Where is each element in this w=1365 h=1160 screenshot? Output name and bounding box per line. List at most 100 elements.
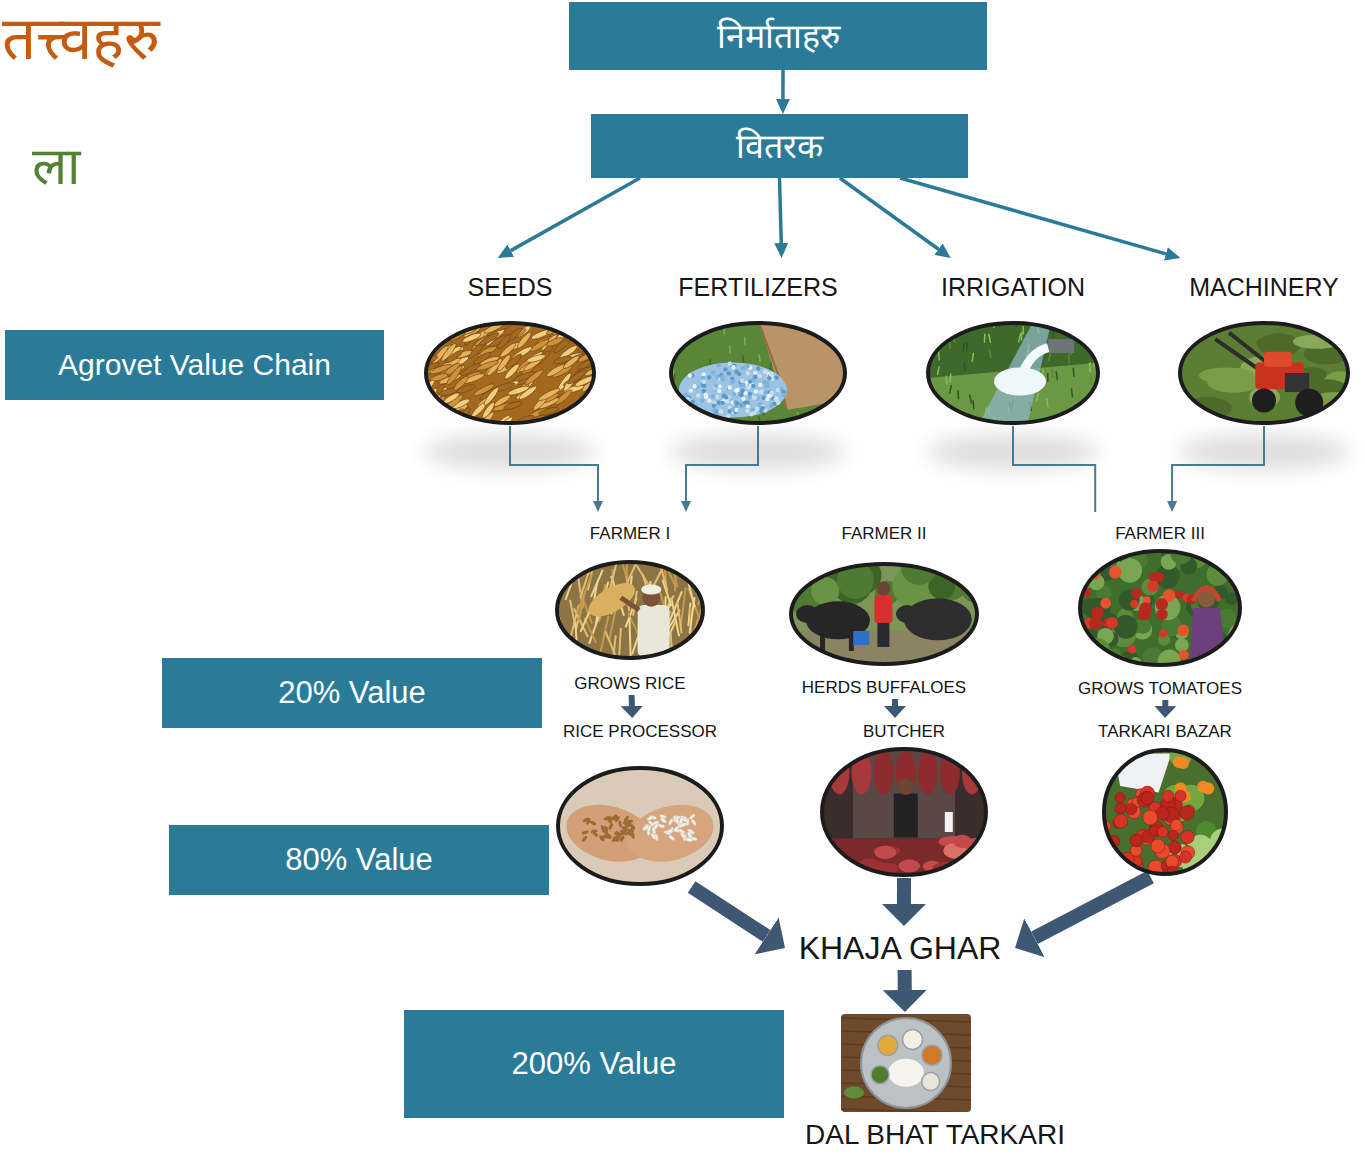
- pellet: [762, 380, 766, 384]
- photo-frame: [558, 768, 722, 884]
- grass-blade: [966, 342, 968, 351]
- rice-grain: [642, 825, 650, 831]
- plate: [861, 1018, 951, 1108]
- rice-grain: [570, 325, 590, 339]
- paddy-grain: [626, 831, 634, 838]
- rice-grain: [545, 362, 567, 378]
- grass-blade: [972, 353, 973, 362]
- leaf: [1077, 548, 1099, 571]
- grass-blade: [942, 326, 944, 335]
- flow-arrow: [1172, 426, 1264, 501]
- flow-arrow: [781, 70, 785, 99]
- pellet: [741, 397, 745, 401]
- grass-blade: [842, 337, 843, 345]
- input-photo: IRRIGATION: [924, 258, 1102, 426]
- tomato: [1089, 617, 1102, 630]
- tomato: [1109, 566, 1122, 579]
- pellet: [751, 407, 755, 411]
- paddy-grain: [611, 837, 619, 843]
- pellet: [713, 385, 717, 389]
- rice-grain: [668, 834, 676, 841]
- grass-blade: [809, 320, 811, 322]
- grass-blade: [972, 400, 974, 409]
- grass-blade: [1095, 324, 1097, 333]
- rice-grain: [423, 320, 437, 332]
- rice-grain: [430, 408, 450, 424]
- illustration-frame: [667, 320, 849, 426]
- pellet: [728, 386, 732, 390]
- pellet: [763, 369, 767, 373]
- pellet: [749, 412, 753, 416]
- rice-grain: [423, 412, 436, 426]
- grass-blade: [1071, 388, 1072, 397]
- paddy-grain: [598, 835, 605, 842]
- orange: [1202, 783, 1214, 795]
- farmer-photo: FARMER IIHERDS BUFFALOES: [784, 512, 984, 699]
- illustration: [925, 320, 1101, 426]
- grass-blade: [706, 320, 709, 327]
- pellet: [719, 409, 723, 413]
- rice-grain: [570, 407, 592, 419]
- illustration-content: [1101, 747, 1229, 877]
- flow-arrow: [510, 426, 598, 501]
- wood-grain: [841, 1109, 971, 1112]
- straw: [705, 624, 706, 660]
- straw: [579, 591, 585, 621]
- field: [925, 320, 1101, 426]
- grass-blade: [940, 326, 942, 335]
- photo-frame: [822, 749, 986, 875]
- rice-grain: [689, 813, 696, 820]
- meat-piece: [874, 846, 896, 859]
- buffalo-head: [796, 605, 818, 623]
- buffalo-head: [896, 605, 918, 623]
- pellet: [765, 384, 769, 388]
- pellet: [720, 375, 724, 379]
- pellet: [711, 394, 715, 398]
- illustration: [1177, 320, 1351, 426]
- flow-arrow: [780, 178, 782, 243]
- meat-piece: [953, 835, 971, 848]
- photo-frame: [557, 562, 703, 658]
- pellet: [707, 375, 711, 379]
- grass-blade: [989, 349, 991, 358]
- pipe: [1048, 339, 1074, 353]
- illustration-content: [554, 559, 706, 661]
- grass-blade: [1068, 320, 1069, 327]
- grass-blade: [1056, 371, 1057, 380]
- grass-blade: [677, 322, 678, 330]
- bag: [1114, 754, 1172, 793]
- grass-blade: [970, 395, 972, 404]
- paddy-grain: [601, 829, 609, 836]
- butcher-head: [898, 779, 914, 795]
- straw: [554, 632, 559, 654]
- pellet: [700, 398, 704, 402]
- tomato: [1138, 608, 1151, 621]
- rice-grain: [646, 815, 654, 821]
- rice-grain: [673, 825, 680, 832]
- pellet: [701, 376, 705, 380]
- illustration-frame: [784, 561, 984, 667]
- pellet: [693, 384, 697, 388]
- tomato: [1078, 576, 1087, 585]
- grass-blade: [938, 366, 940, 375]
- grass-blade: [674, 374, 675, 382]
- bowl-soup: [922, 1073, 940, 1091]
- rice-grain: [686, 831, 692, 839]
- grass-blade: [963, 342, 964, 351]
- grass-blade: [984, 334, 986, 343]
- rice: [888, 1059, 924, 1087]
- field: [554, 559, 706, 661]
- rice-grain: [668, 818, 674, 826]
- bowl-curd: [903, 1029, 923, 1049]
- illustration: [668, 320, 848, 426]
- greens: [1211, 863, 1229, 877]
- grass-blade: [671, 406, 673, 414]
- grass-blade: [926, 402, 928, 411]
- pellet: [758, 383, 762, 387]
- rice-grain: [579, 320, 597, 328]
- pellet: [704, 392, 708, 396]
- pellet: [746, 385, 750, 389]
- leaf: [1079, 652, 1102, 668]
- tomato: [1170, 819, 1182, 831]
- illustration: [1077, 548, 1243, 668]
